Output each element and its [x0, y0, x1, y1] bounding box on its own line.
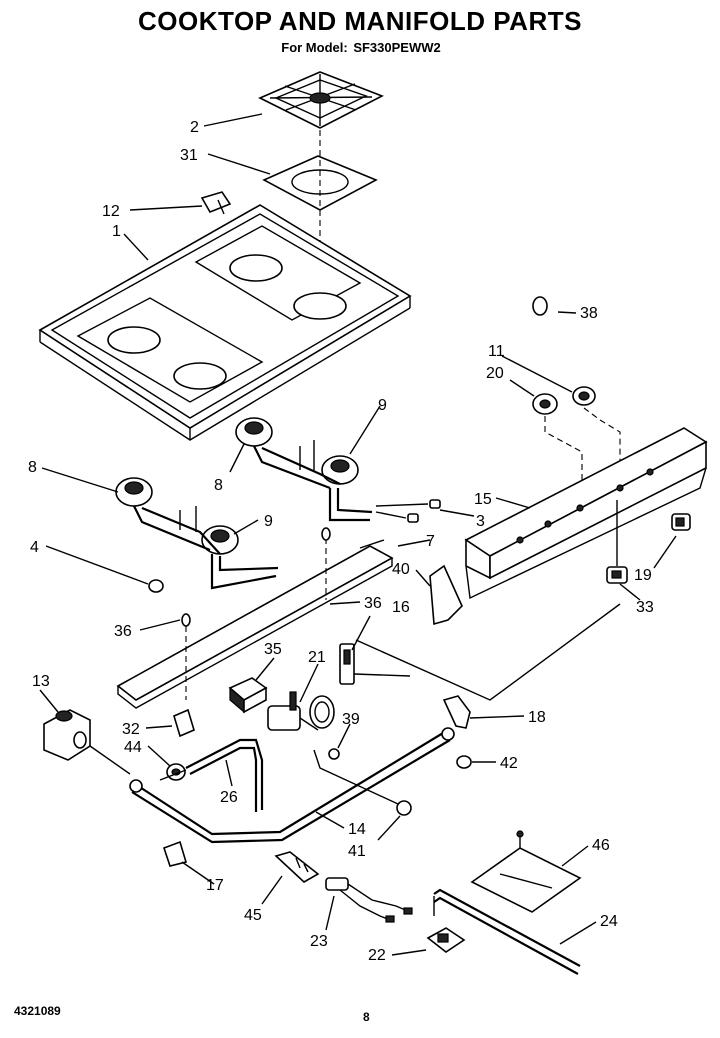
- callout-33: 33: [636, 599, 654, 616]
- callout-44: 44: [124, 739, 142, 756]
- callout-36-right: 36: [364, 595, 382, 612]
- callout-18: 18: [528, 709, 546, 726]
- part-bracket-17: [162, 840, 188, 867]
- callout-23: 23: [310, 933, 328, 950]
- callout-39: 39: [342, 711, 360, 728]
- part-shield-46: [470, 830, 582, 913]
- part-nut-4: [148, 579, 164, 593]
- callout-12: 12: [102, 203, 120, 220]
- part-harness-23: [325, 877, 413, 923]
- leader-lines: [39, 113, 677, 956]
- callout-13: 13: [32, 673, 50, 690]
- callout-38: 38: [580, 305, 598, 322]
- callout-1: 1: [112, 223, 121, 240]
- callout-35: 35: [264, 641, 282, 658]
- part-manifold-panel: [464, 427, 708, 600]
- part-block-35: [228, 677, 268, 714]
- callout-21: 21: [308, 649, 326, 666]
- doc-number: 4321089: [14, 1004, 61, 1018]
- callout-22: 22: [368, 947, 386, 964]
- callout-3: 3: [476, 513, 485, 530]
- callout-36-left: 36: [114, 623, 132, 640]
- callout-9-front: 9: [264, 513, 273, 530]
- part-plug-41: [313, 749, 412, 816]
- part-switch-19: [671, 513, 691, 531]
- part-bracket-18: [442, 695, 471, 729]
- callout-45: 45: [244, 907, 262, 924]
- model-prefix: For Model:: [281, 40, 348, 55]
- part-igniter-45: [274, 851, 320, 883]
- part-bracket-40: [429, 564, 463, 626]
- callout-4: 4: [30, 539, 39, 556]
- callout-16: 16: [392, 599, 410, 616]
- part-burner-rear: [235, 417, 373, 522]
- part-fitting-44: [159, 763, 187, 781]
- callout-8-front: 8: [28, 459, 37, 476]
- part-valve-16: [339, 603, 621, 701]
- part-clip-33: [606, 500, 628, 584]
- part-regulator-21: [267, 691, 319, 731]
- callout-11: 11: [488, 343, 505, 360]
- part-switch-22: [426, 927, 466, 953]
- callout-41: 41: [348, 843, 366, 860]
- callout-24: 24: [600, 913, 618, 930]
- part-burner-bowl: [262, 130, 378, 300]
- part-cooktop: [38, 204, 412, 441]
- part-screw-42: [456, 755, 472, 769]
- model-subtitle: For Model: SF330PEWW2: [0, 40, 720, 55]
- callout-26: 26: [220, 789, 238, 806]
- callout-14: 14: [348, 821, 366, 838]
- part-grate: [258, 71, 384, 129]
- part-bracket-32: [173, 708, 195, 738]
- part-bracket-12: [200, 191, 232, 215]
- part-orifice-3: [375, 499, 441, 523]
- callout-20: 20: [486, 365, 504, 382]
- part-burner-front: [115, 477, 279, 590]
- callout-31: 31: [180, 147, 198, 164]
- part-tube-26: [185, 738, 264, 812]
- part-burner-support: [116, 527, 394, 709]
- page-number: 8: [363, 1010, 370, 1024]
- callout-32: 32: [122, 721, 140, 738]
- callout-9-rear: 9: [378, 397, 387, 414]
- callout-2: 2: [190, 119, 199, 136]
- callout-17: 17: [206, 877, 224, 894]
- part-valve-13: [43, 709, 131, 775]
- callout-46: 46: [592, 837, 610, 854]
- part-knobs: [532, 386, 621, 484]
- part-38: [532, 296, 548, 316]
- model-number: SF330PEWW2: [353, 40, 441, 55]
- callout-15: 15: [474, 491, 492, 508]
- callout-numbers: 2 31 12 1 38 11 20 9 8 8 9 15 3 7 4 40 3…: [28, 119, 654, 964]
- part-manifold-tube: [129, 727, 455, 844]
- part-rod-24: [433, 888, 581, 975]
- callout-8-rear: 8: [214, 477, 223, 494]
- page-title: COOKTOP AND MANIFOLD PARTS: [138, 6, 582, 36]
- part-coil-39: [309, 695, 340, 760]
- callout-40: 40: [392, 561, 410, 578]
- callout-7: 7: [426, 533, 435, 550]
- callout-42: 42: [500, 755, 518, 772]
- callout-19: 19: [634, 567, 652, 584]
